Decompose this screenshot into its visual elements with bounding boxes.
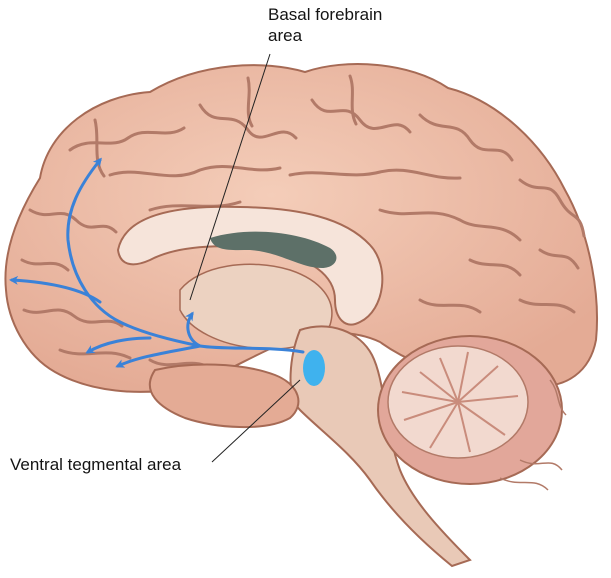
pathway-basal-branch [184, 311, 202, 348]
pathway-frontal-branch [9, 275, 102, 304]
basal-forebrain-leader-line [189, 53, 271, 301]
corpus-callosum [116, 205, 384, 326]
pathway-lower-branch-2 [115, 344, 202, 368]
cerebellum [377, 335, 567, 491]
pathway-lower-branch-1 [85, 336, 152, 354]
sulci [20, 74, 586, 370]
thalamus [179, 263, 333, 350]
brainstem [289, 325, 472, 568]
basal-forebrain-label: Basal forebrain area [268, 4, 382, 46]
ventral-tegmental-leader-line [211, 379, 301, 463]
temporal-lobe [148, 363, 300, 429]
basal-forebrain-label-line2: area [268, 26, 303, 45]
lateral-ventricle [210, 231, 337, 268]
pathway-upper-branch [66, 157, 122, 324]
dopamine-pathway [9, 157, 305, 368]
ventral-tegmental-highlight [303, 350, 325, 386]
ventral-tegmental-label: Ventral tegmental area [10, 455, 182, 474]
basal-forebrain-label-line1: Basal forebrain [268, 5, 383, 24]
